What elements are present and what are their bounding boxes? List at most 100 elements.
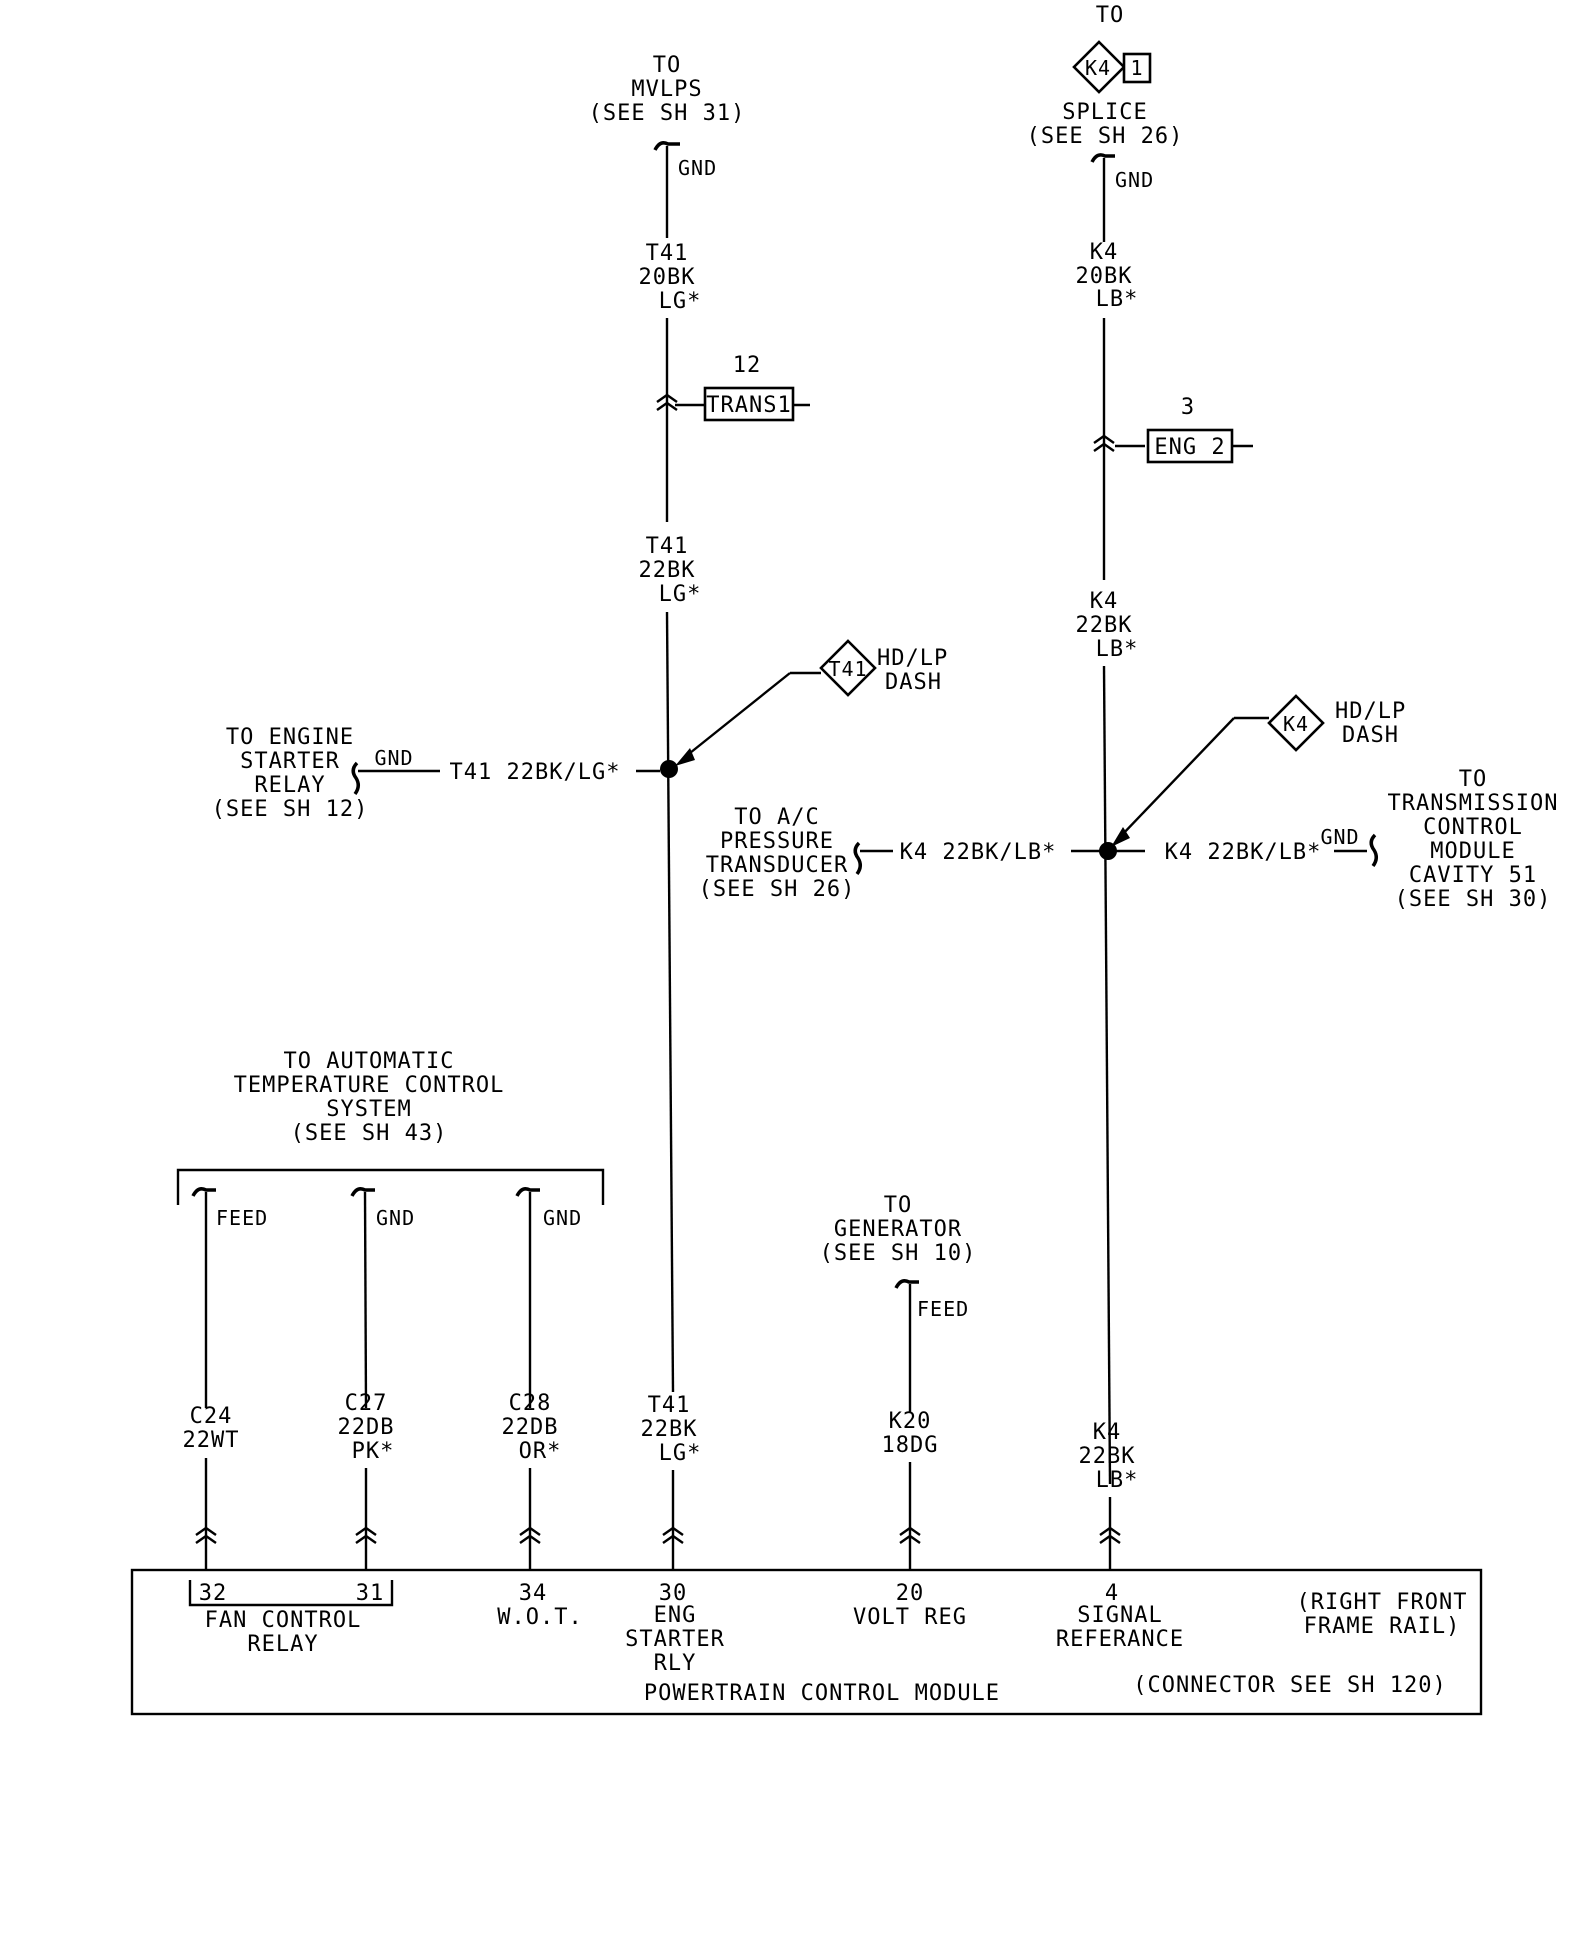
t41-splice-dot [660,760,678,778]
k4-circuit: TO K4 1 SPLICE (SEE SH 26) GND K4 20BK L… [1027,3,1253,1485]
k4-upper-gauge: 20BK [1076,264,1133,289]
pcm-pin-31: 31 [356,1581,385,1606]
k4-hdlp-label-1: HD/LP [1335,699,1406,724]
k4-mid-color: LB* [1096,637,1139,662]
ac-line4: (SEE SH 26) [699,877,856,902]
c27-code: C27 [345,1391,388,1416]
c27-wire-upper [363,1191,368,1409]
k4-mid-code: K4 [1090,589,1119,614]
k4-splice-arrow [1111,827,1130,847]
k4-splice-dot [1099,842,1117,860]
tcm-line5: CAVITY 51 [1409,863,1537,888]
k20-gauge: 18DG [882,1433,939,1458]
k4-hdlp-diamond-label: K4 [1283,712,1309,736]
atc-group: TO AUTOMATIC TEMPERATURE CONTROL SYSTEM … [176,1049,605,1409]
pcm-box [130,1568,1483,1716]
k4-splice-pin: 1 [1130,56,1143,80]
atc-line4: (SEE SH 43) [291,1121,448,1146]
powertrain-control-module: 32 31 34 30 20 4 FAN CONTROL RELAY W.O.T… [130,1568,1483,1716]
pcm-location-2: FRAME RAIL) [1304,1614,1461,1639]
starter-relay-terminal [351,761,360,796]
bottom-wire-labels: C24 22WT C27 22DB PK* C28 22DB OR* T41 2… [183,1391,1139,1493]
starter-relay-line1: TO ENGINE [226,725,354,750]
eng2-label: ENG 2 [1154,435,1225,460]
trans1-label: TRANS1 [706,393,791,418]
c27-gauge: 22DB [338,1415,395,1440]
pcm-name: POWERTRAIN CONTROL MODULE [644,1681,1000,1706]
tcm-line4: MODULE [1430,839,1515,864]
t41-upper-color: LG* [659,289,702,314]
tcm-line6: (SEE SH 30) [1395,887,1552,912]
t41-mid-color: LG* [659,582,702,607]
starter-relay-line4: (SEE SH 12) [212,797,369,822]
eng2-connector [1146,428,1234,464]
pcm-wires [195,1458,1121,1570]
k4-upper-color: LB* [1096,287,1139,312]
pcm-pin-30: 30 [659,1581,688,1606]
k4-mid-gauge: 22BK [1076,613,1133,638]
atc-line1: TO AUTOMATIC [284,1049,455,1074]
atc-line2: TEMPERATURE CONTROL [234,1073,505,1098]
tcm-line2: TRANSMISSION [1388,791,1559,816]
t41-upper-gauge: 20BK [639,265,696,290]
pcm-pin-32: 32 [199,1581,228,1606]
k4-splice-see: (SEE SH 26) [1027,124,1184,149]
t41-splice-arrow [675,748,695,766]
t41-hdlp-label-2: DASH [885,670,942,695]
t41-upper-code: T41 [646,241,689,266]
pcm-location-1: (RIGHT FRONT [1297,1590,1468,1615]
ac-terminal [853,841,862,876]
mvlps-dest: MVLPS [631,77,702,102]
k4-splice-group: K4 HD/LP DASH TO A/C PRESSURE TRANSDUCER… [699,694,1559,912]
k4-hdlp-label-2: DASH [1342,723,1399,748]
trans1-cavity: 12 [733,353,762,378]
signal-ref-label-2: REFERANCE [1056,1627,1184,1652]
eng2-connector-symbol [1093,434,1115,452]
k4-splice-pin-box [1122,52,1152,84]
atc-gnd1-term: GND [376,1206,415,1230]
gen-terminal [894,1279,919,1289]
t41-bottom-color: LG* [659,1441,702,1466]
tcm-line3: CONTROL [1423,815,1523,840]
pcm-pin-4: 4 [1105,1581,1119,1606]
t41-mid-gauge: 22BK [639,558,696,583]
t41-bottom-gauge: 22BK [641,1417,698,1442]
mvlps-see: (SEE SH 31) [589,101,746,126]
atc-feed-term: FEED [216,1206,268,1230]
atc-line3: SYSTEM [326,1097,411,1122]
gen-term: FEED [917,1297,969,1321]
k4-bottom-color: LB* [1096,1468,1139,1493]
k4-upper-code: K4 [1090,240,1119,265]
atc-gnd2-term: GND [543,1206,582,1230]
tcm-wire: K4 22BK/LB* [1165,840,1322,865]
c28-color: OR* [519,1439,562,1464]
k4-bottom-code: K4 [1093,1420,1122,1445]
pcm-pin-34: 34 [519,1581,548,1606]
starter-relay-line3: RELAY [254,773,325,798]
k4-hdlp-diamond [1267,694,1325,752]
eng-starter-label-3: RLY [654,1651,697,1676]
wot-label: W.O.T. [497,1605,582,1630]
c27-color: PK* [352,1439,395,1464]
gen-line2: GENERATOR [834,1217,962,1242]
t41-hdlp-diamond-label: T41 [828,657,867,681]
k4-bottom-gauge: 22BK [1079,1444,1136,1469]
ac-line3: TRANSDUCER [706,853,848,878]
k4-wire-main [1102,665,1112,1485]
fan-relay-bracket [188,1580,394,1607]
k4-splice-terminal [1090,153,1115,163]
starter-relay-term: GND [374,746,413,770]
mvlps-terminal [653,141,680,151]
fan-control-label-1: FAN CONTROL [205,1608,362,1633]
generator-group: TO GENERATOR (SEE SH 10) FEED [820,1193,975,1412]
t41-wire-main [665,611,675,1393]
c24-gauge: 22WT [183,1428,240,1453]
k4-splice-diamond [1072,40,1126,94]
mvlps-to: TO [653,53,682,78]
k20-code: K20 [889,1409,932,1434]
t41-hdlp-diamond [819,639,877,697]
k4-splice-diamond-label: K4 [1085,56,1111,80]
tcm-term: GND [1320,825,1359,849]
t41-hdlp-label-1: HD/LP [877,646,948,671]
